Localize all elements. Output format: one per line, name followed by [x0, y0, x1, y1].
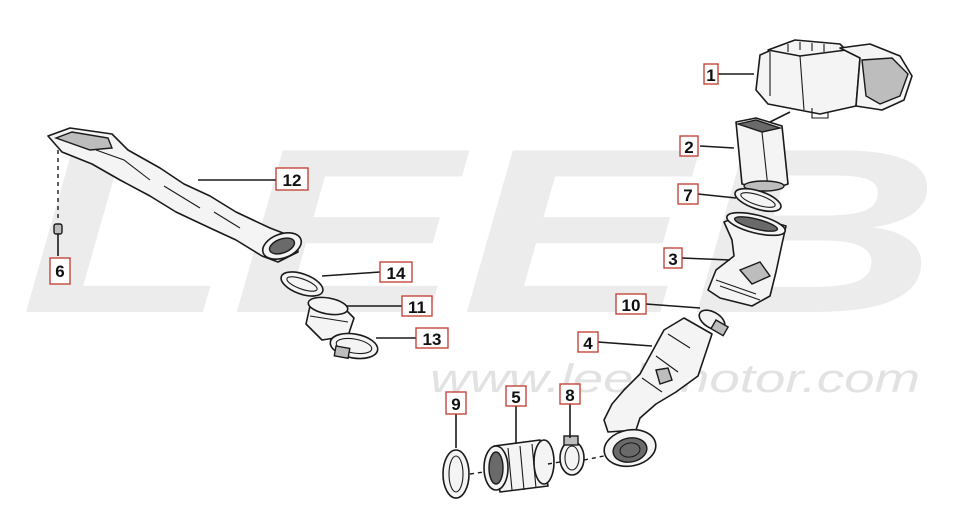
- callout-label: 4: [583, 334, 593, 353]
- part-screw: [53, 223, 63, 256]
- part-gasket-7: [734, 187, 782, 213]
- callout-3: 3: [663, 247, 683, 269]
- part-filter-element: [735, 117, 789, 192]
- part-gasket-14: [280, 271, 324, 297]
- callout-label: 13: [423, 330, 442, 349]
- callout-14: 14: [379, 261, 413, 283]
- callout-8: 8: [559, 383, 581, 405]
- leader-lines: [198, 73, 754, 448]
- callout-label: 9: [451, 395, 460, 414]
- callout-7: 7: [677, 183, 699, 205]
- callout-label: 3: [668, 250, 677, 269]
- watermark-brand: LEEB: [20, 99, 940, 362]
- callout-6: 6: [49, 257, 71, 285]
- part-elbow-duct: [707, 211, 787, 307]
- callout-13: 13: [415, 327, 449, 349]
- part-rubber-connector: [483, 439, 555, 493]
- callout-5: 5: [505, 385, 527, 407]
- part-clamp-10: [698, 309, 730, 337]
- callout-label: 12: [283, 171, 302, 190]
- callout-label: 10: [622, 296, 641, 315]
- callout-1: 1: [703, 63, 719, 85]
- callout-10: 10: [615, 293, 647, 315]
- callout-9: 9: [445, 391, 467, 415]
- part-clamp-8: [559, 435, 585, 476]
- callout-label: 1: [706, 66, 715, 85]
- callout-label: 7: [683, 186, 692, 205]
- callout-label: 2: [684, 138, 693, 157]
- part-snorkel-pipe: [47, 127, 303, 263]
- part-hose-clamp-13: [329, 332, 379, 360]
- callout-label: 6: [55, 262, 64, 281]
- callout-4: 4: [577, 331, 599, 353]
- callout-label: 8: [565, 386, 574, 405]
- part-coupling-11: [305, 296, 355, 341]
- callout-label: 14: [387, 264, 406, 283]
- part-intake-hose: [603, 317, 713, 468]
- callout-2: 2: [679, 135, 699, 157]
- part-air-filter-box: [755, 39, 913, 123]
- callout-label: 5: [511, 388, 520, 407]
- part-clamp-9: [442, 449, 470, 499]
- callout-label: 11: [408, 298, 426, 317]
- callout-11: 11: [401, 295, 433, 317]
- alignment-line-bottom: [469, 455, 605, 475]
- callout-12: 12: [275, 167, 309, 191]
